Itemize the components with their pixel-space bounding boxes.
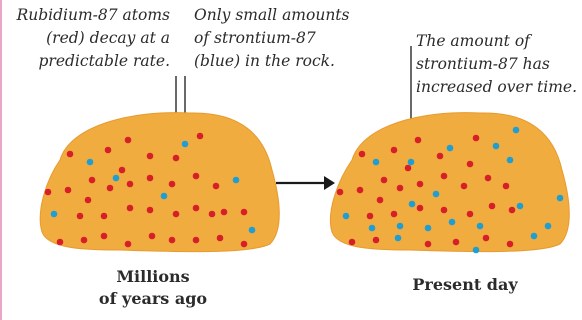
rubidium-atom [217, 235, 224, 242]
rubidium-atom [359, 151, 366, 158]
rubidium-atom [483, 235, 490, 242]
rubidium-atom [441, 207, 448, 214]
rubidium-atom [373, 237, 380, 244]
rubidium-atom [417, 205, 424, 212]
rubidium-atom [89, 177, 96, 184]
rubidium-atom [209, 211, 216, 218]
rubidium-atom [349, 239, 356, 246]
strontium-atom [557, 195, 564, 202]
rubidium-atom [197, 133, 204, 140]
strontium-atom [433, 191, 440, 198]
rubidium-atom [147, 175, 154, 182]
rubidium-atom [67, 151, 74, 158]
rubidium-atom [453, 239, 460, 246]
strontium-atom [373, 159, 380, 166]
rubidium-atom [377, 197, 384, 204]
rubidium-atom [45, 189, 52, 196]
rubidium-atom [101, 213, 108, 220]
strontium-atom [397, 223, 404, 230]
rubidium-atom [441, 173, 448, 180]
rubidium-atom [193, 237, 200, 244]
rubidium-atom [169, 237, 176, 244]
rubidium-atom [337, 189, 344, 196]
rubidium-atom [77, 213, 84, 220]
rubidium-atom [147, 207, 154, 214]
rubidium-atom [65, 187, 72, 194]
rubidium-atom [107, 185, 114, 192]
rubidium-atom [213, 183, 220, 190]
rubidium-atom [127, 181, 134, 188]
rubidium-atom [85, 197, 92, 204]
strontium-atom [545, 223, 552, 230]
rubidium-atom [417, 181, 424, 188]
rubidium-atom [397, 185, 404, 192]
rubidium-atom [193, 205, 200, 212]
strontium-atom [182, 141, 189, 148]
rubidium-atom [367, 213, 374, 220]
caption-past: Millions of years ago [78, 266, 228, 310]
strontium-atom [425, 225, 432, 232]
caption-present: Present day [385, 274, 545, 296]
rubidium-atom [101, 233, 108, 240]
rubidium-atom [193, 173, 200, 180]
rubidium-atom [415, 137, 422, 144]
strontium-atom [493, 143, 500, 150]
strontium-atom [513, 127, 520, 134]
rubidium-atom [357, 187, 364, 194]
strontium-atom [161, 193, 168, 200]
strontium-atom [233, 177, 240, 184]
strontium-atom [249, 227, 256, 234]
rubidium-atom [507, 241, 514, 248]
strontium-atom [517, 203, 524, 210]
time-arrow [276, 176, 335, 190]
strontium-atom [87, 159, 94, 166]
rubidium-atom [147, 153, 154, 160]
rubidium-atom [437, 153, 444, 160]
rubidium-atom [173, 211, 180, 218]
rubidium-atom [503, 183, 510, 190]
rubidium-atom [473, 135, 480, 142]
rubidium-atom [81, 237, 88, 244]
rock-present [330, 113, 569, 252]
rubidium-atom [105, 147, 112, 154]
rubidium-atom [127, 205, 134, 212]
strontium-atom [447, 145, 454, 152]
rubidium-atom [169, 181, 176, 188]
rubidium-atom [119, 167, 126, 174]
rubidium-atom [467, 161, 474, 168]
strontium-atom [531, 233, 538, 240]
strontium-atom [473, 247, 480, 254]
rubidium-atom [467, 211, 474, 218]
rubidium-atom [391, 211, 398, 218]
strontium-atom [507, 157, 514, 164]
strontium-atom [51, 211, 58, 218]
strontium-atom [343, 213, 350, 220]
caption-past-line-2: of years ago [78, 288, 228, 310]
rubidium-atom [173, 155, 180, 162]
rock-past [40, 113, 279, 252]
rubidium-atom [57, 239, 64, 246]
strontium-atom [369, 225, 376, 232]
rubidium-atom [125, 137, 132, 144]
strontium-atom [477, 223, 484, 230]
rubidium-atom [405, 165, 412, 172]
rubidium-atom [489, 203, 496, 210]
rubidium-atom [509, 207, 516, 214]
strontium-atom [449, 219, 456, 226]
strontium-atom [113, 175, 120, 182]
caption-past-line-1: Millions [78, 266, 228, 288]
rubidium-atom [425, 241, 432, 248]
rubidium-atom [381, 177, 388, 184]
rubidium-atom [241, 209, 248, 216]
rubidium-atom [149, 233, 156, 240]
rubidium-atom [221, 209, 228, 216]
rubidium-atom [241, 241, 248, 248]
strontium-atom [409, 201, 416, 208]
rubidium-atom [391, 147, 398, 154]
rubidium-atom [461, 183, 468, 190]
rubidium-atom [485, 175, 492, 182]
strontium-atom [395, 235, 402, 242]
strontium-atom [408, 159, 415, 166]
rubidium-atom [125, 241, 132, 248]
